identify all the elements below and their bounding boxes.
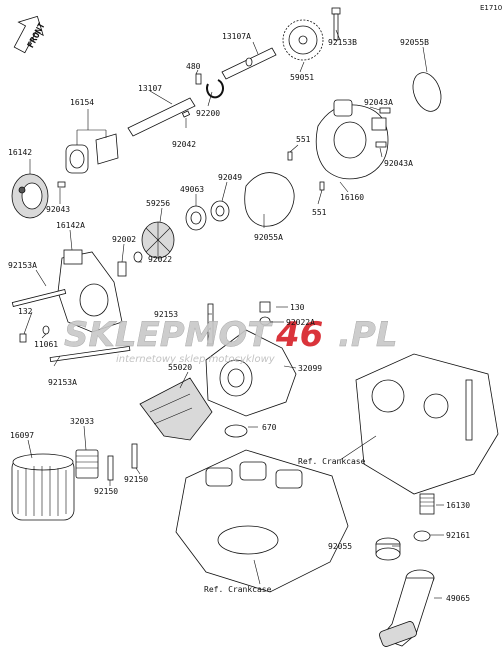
dowel-551-2 <box>319 181 325 191</box>
label-92153A-1: 92153A <box>8 261 37 270</box>
front-arrow-icon <box>13 15 44 54</box>
bolt-92153B <box>331 7 341 41</box>
bolt-92153A-1 <box>11 289 67 307</box>
label-551-2: 551 <box>312 208 327 217</box>
label-59051: 59051 <box>290 73 314 82</box>
label-92055: 92055 <box>328 542 352 551</box>
circlip-92200 <box>206 79 224 99</box>
label-92049: 92049 <box>218 173 242 182</box>
washer-92022 <box>133 251 143 263</box>
label-92150-1: 92150 <box>94 487 118 496</box>
oring-670 <box>224 424 248 438</box>
oring-92055B <box>412 72 442 112</box>
label-132: 132 <box>18 307 33 316</box>
label-551-1: 551 <box>296 135 311 144</box>
bolt-92153A-2 <box>49 346 131 362</box>
rotor-16154 <box>65 133 119 174</box>
pin-92043 <box>57 181 66 188</box>
label-92042: 92042 <box>172 140 196 149</box>
seal-49063 <box>185 205 207 231</box>
label-16142A: 16142A <box>56 221 85 230</box>
label-16097: 16097 <box>10 431 34 440</box>
label-92161: 92161 <box>446 531 470 540</box>
label-92002: 92002 <box>112 235 136 244</box>
label-49063: 49063 <box>180 185 204 194</box>
pump-cover-16160 <box>315 99 389 180</box>
cover-16142 <box>11 173 49 219</box>
leader-lines <box>23 29 444 599</box>
bolt-92153 <box>207 303 214 345</box>
valve-16130 <box>419 493 435 515</box>
pin-92043A-2 <box>375 141 387 148</box>
impeller-59256 <box>141 221 175 259</box>
bolt-92002 <box>117 261 127 277</box>
label-55020: 55020 <box>168 363 192 372</box>
label-92043A-2: 92043A <box>384 159 413 168</box>
strainer-49065 <box>379 569 435 647</box>
label-130: 130 <box>290 303 305 312</box>
watermark-tagline: internetowy sklep motocyklowy <box>116 354 276 365</box>
label-49065: 49065 <box>446 594 470 603</box>
label-11061: 11061 <box>34 340 58 349</box>
gasket-92055A <box>244 172 295 227</box>
part-labels: 13107A 92153B 92055B 480 13107 59051 161… <box>8 32 470 603</box>
label-92153: 92153 <box>154 310 178 319</box>
pin-92042 <box>181 110 191 118</box>
watermark: SKLEPMOT 46 .PL internetowy sklep motocy… <box>64 315 398 365</box>
label-92200: 92200 <box>196 109 220 118</box>
crankcase-right <box>355 353 499 495</box>
label-92043: 92043 <box>46 205 70 214</box>
label-92150-2: 92150 <box>124 475 148 484</box>
shaft-13107A <box>221 47 277 80</box>
label-480: 480 <box>186 62 201 71</box>
shaft-13107 <box>127 97 196 137</box>
label-13107: 13107 <box>138 84 162 93</box>
seal-92049 <box>210 200 230 222</box>
watermark-brand-num: 46 <box>275 315 323 355</box>
diagram-code: E1710 <box>480 4 502 12</box>
pipe-32033 <box>75 449 99 479</box>
label-ref-crankcase-1: Ref. Crankcase <box>298 457 366 466</box>
oil-filter-16097 <box>11 453 75 521</box>
label-92022A: 92022A <box>286 318 315 327</box>
dowel-551-1 <box>287 151 293 161</box>
housing-32099 <box>205 329 297 417</box>
watermark-brand-left: SKLEPMOT <box>64 315 273 355</box>
label-59256: 59256 <box>146 199 170 208</box>
gear-59051 <box>282 19 324 61</box>
cap-92161 <box>413 530 431 542</box>
watermark-brand-right: .PL <box>338 315 398 355</box>
label-32033: 32033 <box>70 417 94 426</box>
plug-92055 <box>375 537 401 561</box>
bolt-92150-2 <box>131 443 138 469</box>
label-92043A-1: 92043A <box>364 98 393 107</box>
pin-480 <box>195 73 202 85</box>
label-13107A: 13107A <box>222 32 251 41</box>
bolt-92150-1 <box>107 455 114 481</box>
label-92153B: 92153B <box>328 38 357 47</box>
label-92055B: 92055B <box>400 38 429 47</box>
label-670: 670 <box>262 423 277 432</box>
label-16142: 16142 <box>8 148 32 157</box>
strainer-55020 <box>139 377 213 441</box>
label-16130: 16130 <box>446 501 470 510</box>
washer-92022A <box>259 316 271 326</box>
pin-92043A-1 <box>379 107 391 114</box>
oring-11061 <box>42 325 50 335</box>
label-92055A: 92055A <box>254 233 283 242</box>
label-32099: 32099 <box>298 364 322 373</box>
bolt-130 <box>259 301 271 313</box>
part-132 <box>19 333 27 343</box>
crankcase-lower <box>175 449 349 593</box>
label-ref-crankcase-2: Ref. Crankcase <box>204 585 272 594</box>
pump-housing-16142A <box>57 249 123 333</box>
label-16154: 16154 <box>70 98 94 107</box>
label-92022: 92022 <box>148 255 172 264</box>
label-16160: 16160 <box>340 193 364 202</box>
label-92153A-2: 92153A <box>48 378 77 387</box>
